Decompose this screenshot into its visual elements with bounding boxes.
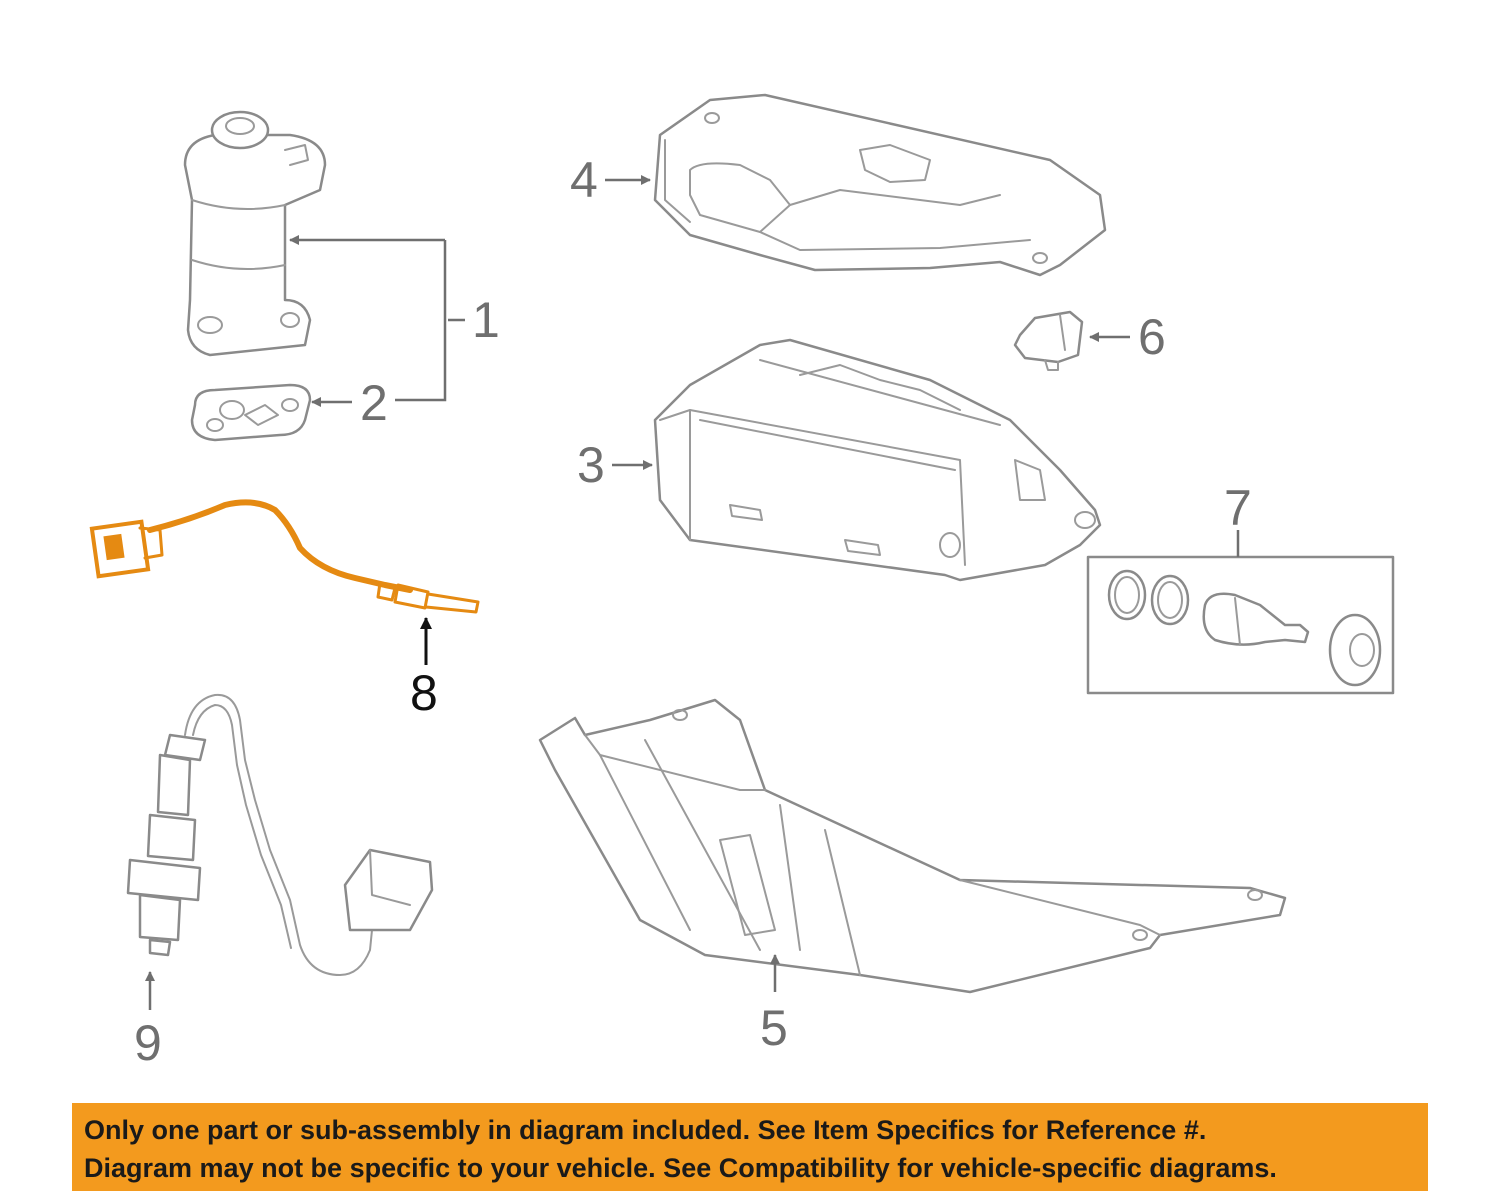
valve-kit [1086, 555, 1395, 695]
canister-shield [538, 698, 1287, 994]
disclaimer-line-1: Only one part or sub-assembly in diagram… [84, 1115, 1207, 1145]
egr-gasket [190, 383, 312, 442]
oxygen-sensor-highlighted [89, 499, 480, 614]
oxygen-sensor-2 [126, 693, 434, 976]
callout-8: 8 [410, 665, 438, 721]
disclaimer-banner: Only one part or sub-assembly in diagram… [72, 1103, 1428, 1191]
purge-sensor [1013, 310, 1084, 371]
callout-6: 6 [1138, 309, 1166, 365]
callout-7: 7 [1224, 480, 1252, 536]
callout-3: 3 [577, 437, 605, 493]
callout-5: 5 [760, 1000, 788, 1056]
callout-9: 9 [134, 1015, 162, 1071]
callout-2: 2 [360, 375, 388, 431]
egr-valve [183, 110, 327, 357]
canister-cover [653, 93, 1107, 277]
callout-1: 1 [472, 292, 500, 348]
parts-diagram: 1 2 4 6 3 [89, 93, 1395, 1071]
disclaimer-line-2: Diagram may not be specific to your vehi… [84, 1153, 1277, 1183]
callout-4: 4 [570, 152, 598, 208]
evap-canister [653, 338, 1102, 582]
